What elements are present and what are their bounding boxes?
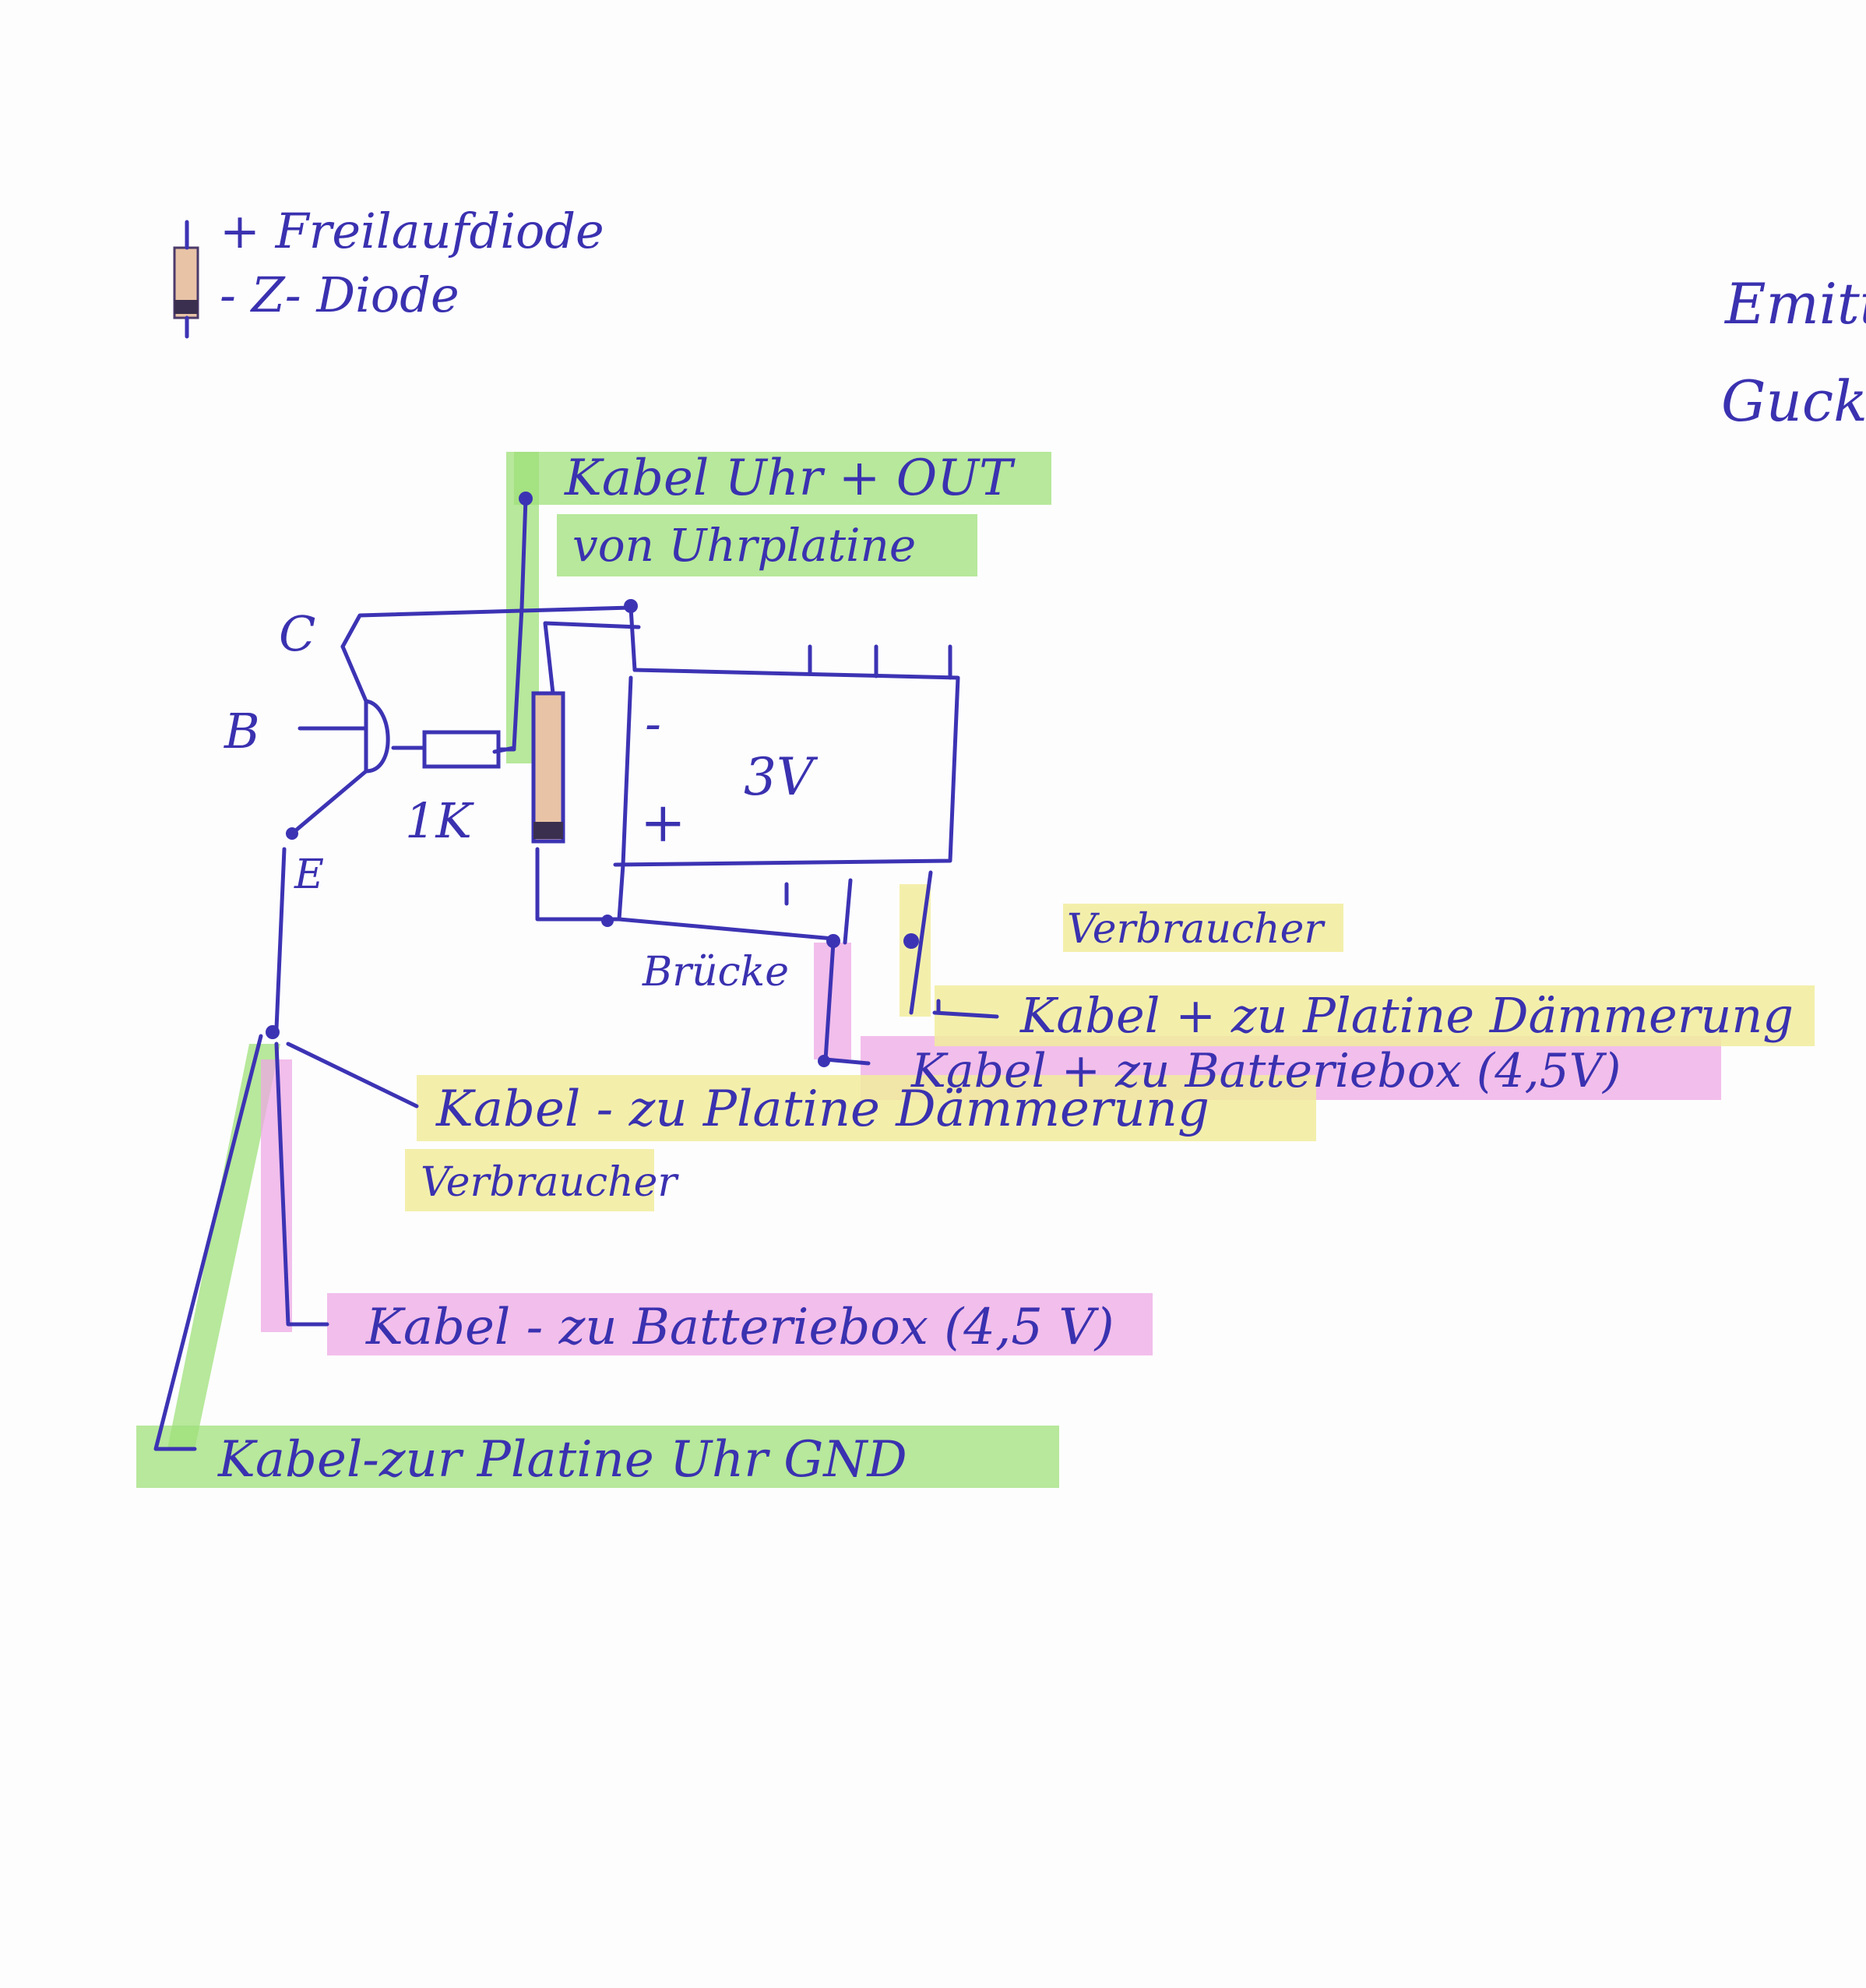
highlight-plus-dusk-label	[935, 985, 1815, 1046]
margin-note-line2: Gucke	[1721, 368, 1866, 434]
highlight-clock-out-label-2	[557, 514, 977, 576]
margin-note-line1: Emitt	[1723, 271, 1866, 337]
wire-consumer-plus	[909, 870, 933, 1015]
bridge-label: Brücke	[642, 949, 789, 996]
freewheel-diode	[531, 691, 565, 844]
legend-plus-text: + Freilaufdiode	[220, 203, 604, 259]
resistor-1k	[422, 730, 501, 769]
battery-box	[613, 668, 960, 867]
highlight-batt-minus-label	[327, 1293, 1153, 1355]
transistor-collector-label: C	[279, 605, 315, 662]
transistor-base-label: B	[224, 703, 260, 760]
resistor-label: 1K	[405, 792, 474, 849]
wire-emitter	[274, 847, 287, 1031]
highlight-minus-dusk-label-2	[405, 1149, 654, 1211]
cable-minus-battery-label: Kabel - zu Batteriebox (4,5 V)	[365, 1299, 1114, 1356]
circuit-wires	[153, 492, 999, 1451]
transistor-emitter-label: E	[294, 851, 324, 898]
highlight-consumer-label	[1063, 904, 1343, 952]
consumer-label: Verbraucher	[1067, 906, 1326, 953]
cable-plus-dusk-label: Kabel + zu Platine Dämmerung	[1019, 987, 1794, 1044]
highlights	[136, 452, 1815, 1488]
clock-out-label-line1: Kabel Uhr + OUT	[564, 449, 1016, 507]
cable-gnd-label: Kabel-zur Platine Uhr GND	[217, 1431, 907, 1489]
cable-minus-dusk-label-line2: Verbraucher	[421, 1159, 679, 1206]
clock-out-label-line2: von Uhrplatine	[572, 519, 916, 572]
highlight-gnd-label	[136, 1426, 1059, 1488]
battery-minus: -	[645, 695, 661, 752]
legend: + Freilaufdiode - Z- Diode	[173, 203, 604, 339]
wire-collector	[340, 605, 637, 672]
bridge-wire	[535, 847, 836, 941]
highlight-minus-dusk-label	[417, 1075, 1316, 1141]
transistor-symbol	[364, 699, 390, 774]
wire-gnd	[153, 1034, 263, 1451]
battery-voltage: 3V	[744, 747, 819, 807]
cable-minus-dusk-label-line1: Kabel - zu Platine Dämmerung	[435, 1080, 1209, 1138]
battery-plus: +	[640, 791, 686, 855]
highlight-clock-out-label	[514, 452, 1051, 505]
highlight-gnd-wire	[167, 1044, 280, 1449]
legend-minus-text: - Z- Diode	[220, 266, 459, 323]
cable-plus-battery-label: Kabel + zu Batteriebox (4,5V)	[910, 1044, 1621, 1098]
